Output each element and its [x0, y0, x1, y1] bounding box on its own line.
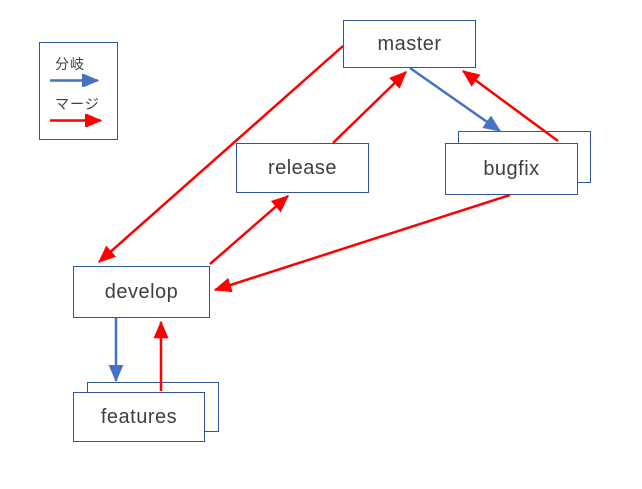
edge-release-to-master-merge-arrow	[332, 71, 407, 144]
release-node-label: release	[267, 156, 338, 179]
master-node: master	[343, 20, 476, 68]
bugfix-node-label: bugfix	[483, 157, 540, 180]
legend-merge-label: マージ	[55, 96, 100, 112]
edge-develop-to-release-merge-arrow	[209, 195, 289, 265]
develop-node-label: develop	[104, 280, 179, 303]
master-node-label: master	[377, 32, 442, 55]
develop-node: develop	[73, 266, 210, 318]
features-node-label: features	[100, 405, 178, 428]
legend-branch-label: 分岐	[55, 56, 85, 72]
edge-bugfix-to-develop-merge-arrow	[213, 193, 511, 293]
release-node: release	[236, 143, 369, 193]
legend-branch-arrow-icon	[50, 74, 100, 87]
legend-merge-arrow-icon	[50, 114, 103, 127]
features-node: features	[73, 392, 205, 442]
bugfix-node: bugfix	[445, 143, 578, 195]
legend-box: 分岐 マージ	[39, 42, 118, 140]
edge-master-to-bugfix-branch-arrow	[409, 66, 502, 133]
